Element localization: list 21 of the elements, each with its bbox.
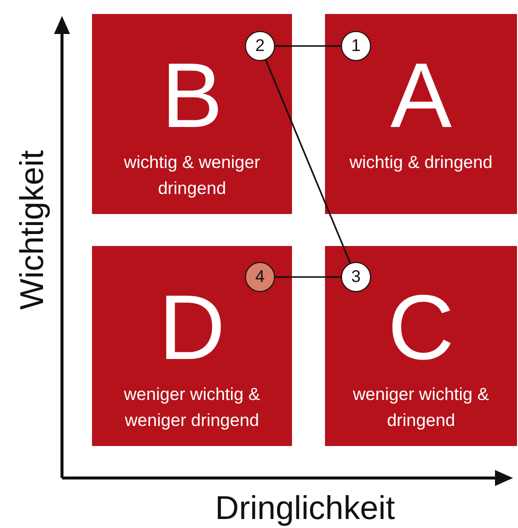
numbered-circle: 3 bbox=[341, 262, 371, 292]
numbered-circle: 2 bbox=[245, 31, 275, 61]
quadrant-description: weniger wichtig & weniger dringend bbox=[122, 383, 262, 432]
numbered-circle: 1 bbox=[341, 31, 371, 61]
quadrant-box bbox=[325, 14, 517, 214]
numbered-circle: 4 bbox=[245, 262, 275, 292]
quadrant-box bbox=[92, 246, 292, 446]
connector-line bbox=[275, 276, 341, 278]
quadrant-letter: C bbox=[386, 278, 456, 378]
quadrant-letter: D bbox=[158, 278, 226, 378]
quadrant-letter: B bbox=[160, 46, 224, 146]
quadrant-box bbox=[92, 14, 292, 214]
quadrant-description: weniger wichtig & dringend bbox=[352, 383, 490, 432]
quadrant-letter: A bbox=[389, 46, 453, 146]
connector-line bbox=[275, 45, 341, 47]
x-axis-label: Dringlichkeit bbox=[215, 489, 395, 527]
quadrant-box bbox=[325, 246, 517, 446]
quadrant-description: wichtig & dringend bbox=[348, 151, 494, 174]
quadrant-description: wichtig & weniger dringend bbox=[122, 151, 262, 200]
connector-line bbox=[265, 60, 351, 264]
y-axis-label: Wichtigkeit bbox=[13, 150, 51, 310]
